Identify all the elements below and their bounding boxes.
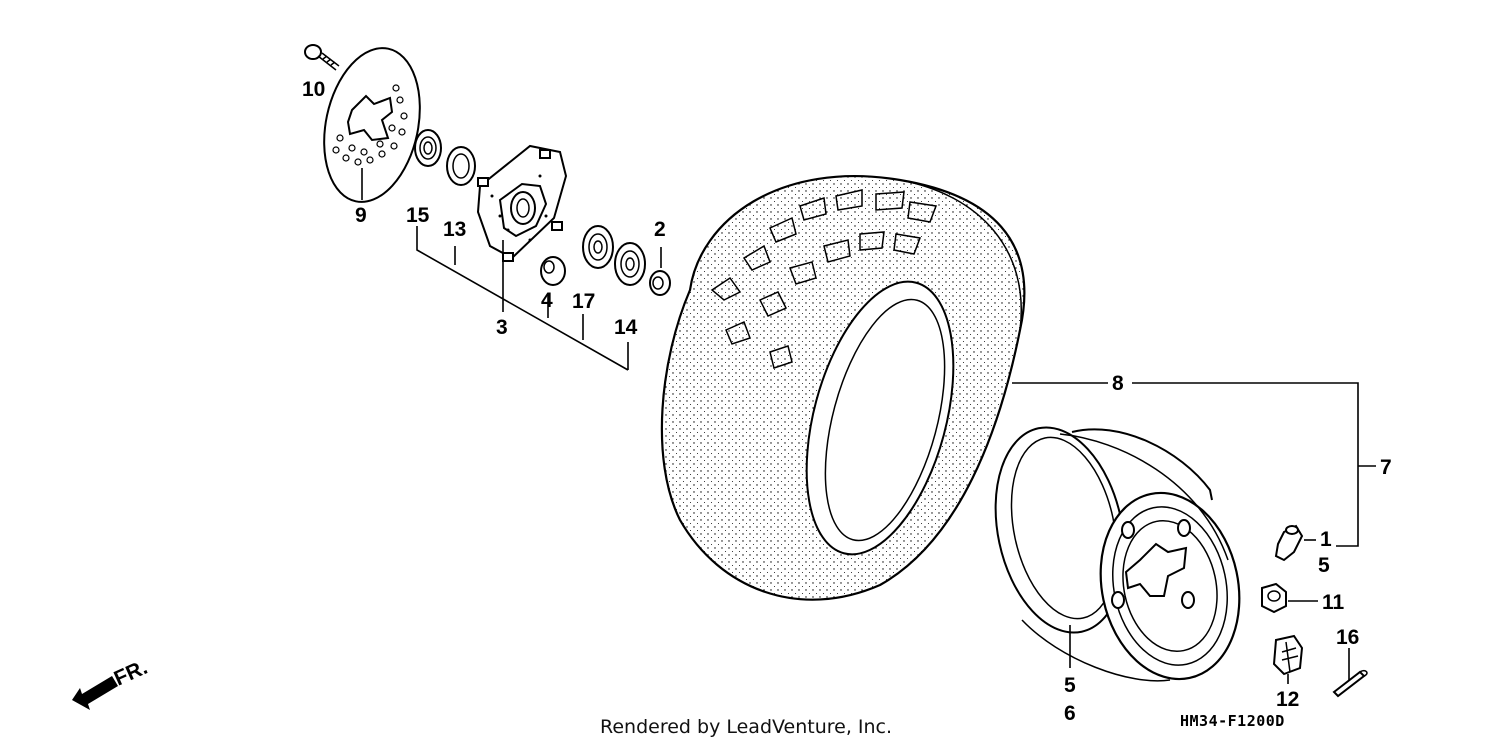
- callout-9[interactable]: 9: [355, 204, 367, 227]
- bolt-part[interactable]: [304, 44, 340, 71]
- callout-4[interactable]: 4: [541, 289, 553, 312]
- callout-6[interactable]: 6: [1064, 702, 1076, 725]
- valve-stem-part[interactable]: [1274, 524, 1316, 562]
- brake-disc-part[interactable]: [311, 39, 433, 211]
- tire-assembly-bracket: [1132, 382, 1376, 547]
- callout-5-valve[interactable]: 5: [1318, 554, 1330, 577]
- bearing-15-part[interactable]: [414, 129, 442, 167]
- diagram-code: HM34-F1200D: [1180, 712, 1285, 730]
- axle-nut-part[interactable]: [1272, 634, 1304, 684]
- tire-part[interactable]: [660, 175, 1108, 601]
- callout-3[interactable]: 3: [496, 316, 508, 339]
- seal-13-part[interactable]: [446, 146, 476, 186]
- callout-12[interactable]: 12: [1276, 688, 1299, 711]
- callout-14[interactable]: 14: [614, 316, 638, 339]
- bearing-14-part[interactable]: [614, 242, 646, 286]
- cotter-pin-part[interactable]: [1332, 648, 1368, 698]
- hub-assembly-leaders: [416, 226, 662, 371]
- render-credit: Rendered by LeadVenture, Inc.: [600, 716, 893, 738]
- front-direction-arrow-icon: [72, 676, 118, 710]
- collar-2-part[interactable]: [649, 270, 671, 296]
- hub-part[interactable]: [476, 144, 568, 262]
- callout-7[interactable]: 7: [1380, 456, 1392, 479]
- callout-5-rim[interactable]: 5: [1064, 674, 1076, 697]
- callout-2[interactable]: 2: [654, 218, 666, 241]
- spacer-4-part[interactable]: [540, 256, 566, 286]
- callout-10[interactable]: 10: [302, 78, 325, 101]
- callout-8[interactable]: 8: [1112, 372, 1124, 395]
- callout-16[interactable]: 16: [1336, 626, 1359, 649]
- callout-11[interactable]: 11: [1322, 591, 1345, 614]
- rim-part[interactable]: [978, 415, 1256, 692]
- front-marker-label: FR.: [111, 656, 151, 691]
- callout-1[interactable]: 1: [1320, 528, 1332, 551]
- bearing-17-part[interactable]: [582, 225, 614, 269]
- wheel-nut-part[interactable]: [1261, 582, 1318, 614]
- callout-13[interactable]: 13: [443, 218, 466, 241]
- callout-17[interactable]: 17: [572, 290, 595, 313]
- callout-15[interactable]: 15: [406, 204, 430, 227]
